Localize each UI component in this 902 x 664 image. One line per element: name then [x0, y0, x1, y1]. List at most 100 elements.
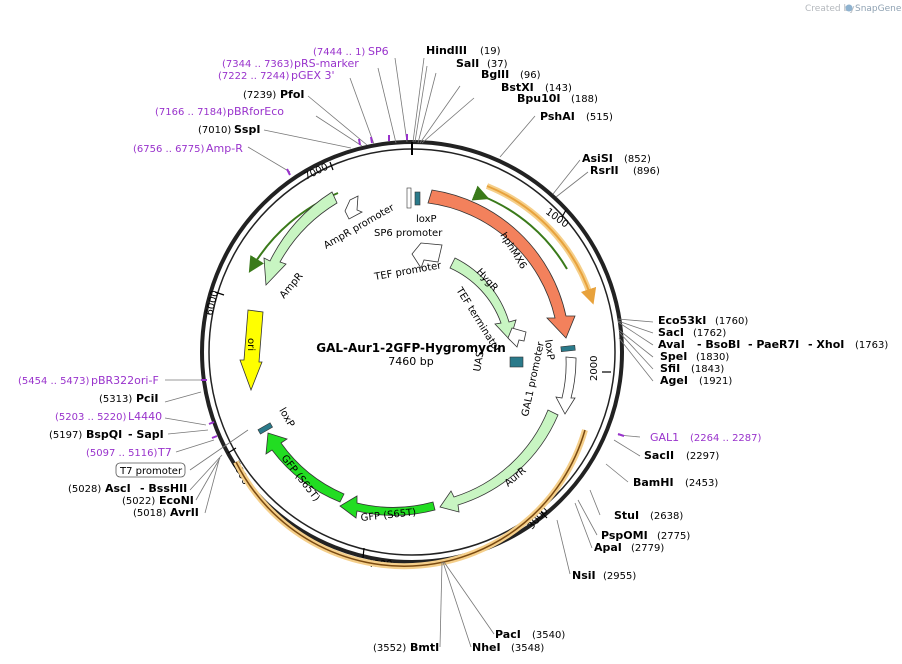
enzyme-saci[interactable]: SacI [658, 326, 684, 339]
enzyme-sapi[interactable]: - SapI [128, 428, 164, 441]
label-ampr: AmpR [278, 271, 306, 301]
label-loxp-top: loxP [416, 214, 437, 225]
enzyme-sacii[interactable]: SacII [644, 449, 674, 462]
enzyme-asci-pos: (5028) [68, 484, 101, 495]
overlay-arc-gal [235, 429, 586, 567]
feature-gal1-label[interactable]: GAL1 [650, 431, 679, 444]
enzyme-bamhi[interactable]: BamHI [633, 476, 674, 489]
enzyme-bstxi[interactable]: BstXI [501, 81, 534, 94]
feature-pgex-pos: (7222 .. 7244) [218, 71, 290, 82]
tick-2000: 2000 [589, 356, 600, 381]
enzyme-pfoi-pos: (7239) [243, 90, 276, 101]
enzyme-pspomi[interactable]: PspOMI [601, 529, 648, 542]
enzyme-sspi[interactable]: SspI [234, 123, 260, 136]
enzyme-paci[interactable]: PacI [495, 628, 521, 641]
feature-ampr-pos: (6756 .. 6775) [133, 144, 205, 155]
enzyme-agei[interactable]: AgeI [660, 374, 688, 387]
label-sp6-promoter: SP6 promoter [374, 228, 443, 239]
feature-sp6-pos: (7444 .. 1) [313, 47, 365, 58]
feature-ampr[interactable] [263, 191, 338, 286]
enzyme-rsrii[interactable]: RsrII [590, 164, 619, 177]
enzyme-stui-pos: (2638) [650, 511, 683, 522]
feature-sp6-label[interactable]: SP6 [368, 45, 389, 58]
enzyme-hindiii-pos: (19) [480, 46, 501, 57]
enzyme-econi[interactable]: EcoNI [159, 494, 194, 507]
ticks [214, 161, 611, 559]
enzyme-pcii-pos: (5313) [99, 394, 132, 405]
enzyme-nhei-pos: (3548) [511, 643, 544, 654]
enzyme-nsii[interactable]: NsiI [572, 569, 596, 582]
plasmid-length: 7460 bp [388, 355, 433, 368]
enzyme-hindiii[interactable]: HindIII [426, 44, 467, 57]
feature-aurr[interactable] [439, 409, 559, 513]
overlay-arc-hphmx6 [486, 185, 597, 305]
enzyme-stui[interactable]: StuI [614, 509, 639, 522]
feature-pbrfor-pos: (7166 .. 7184) [155, 107, 227, 118]
enzyme-sfii[interactable]: SfiI [660, 362, 680, 375]
feature-gfp-2[interactable] [339, 495, 436, 519]
enzyme-sali[interactable]: SalI [456, 57, 479, 70]
enzyme-bpu10i-pos: (188) [571, 94, 598, 105]
feature-tef-terminator[interactable] [507, 327, 527, 348]
overlay-arc-hygr [471, 185, 568, 270]
feature-tef-promoter[interactable] [411, 242, 443, 269]
enzyme-bglii-pos: (96) [520, 70, 541, 81]
enzyme-paer7i[interactable]: - PaeR7I [748, 338, 799, 351]
enzyme-pfoi[interactable]: PfoI [280, 88, 305, 101]
enzyme-sspi-pos: (7010) [198, 125, 231, 136]
feature-gfp-1[interactable] [265, 432, 345, 503]
enzyme-avai[interactable]: AvaI [658, 338, 685, 351]
enzyme-pcii[interactable]: PciI [136, 392, 158, 405]
enzyme-avrii[interactable]: AvrII [170, 506, 199, 519]
label-ori: ori [245, 338, 256, 351]
feature-sp6-promoter[interactable] [406, 187, 412, 209]
enzyme-apai-pos: (2779) [631, 543, 664, 554]
enzyme-asisi[interactable]: AsiSI [582, 152, 613, 165]
enzyme-bglii[interactable]: BglII [481, 68, 509, 81]
feature-pbr322-label[interactable]: pBR322ori-F [91, 374, 159, 387]
feature-hphmx6[interactable] [427, 189, 576, 339]
enzyme-spei-pos: (1830) [696, 352, 729, 363]
feature-ampr-label[interactable]: Amp-R [206, 142, 243, 155]
enzyme-bpu10i[interactable]: Bpu10I [517, 92, 561, 105]
enzyme-sfii-pos: (1843) [691, 364, 724, 375]
feature-gal1-promoter[interactable] [555, 356, 577, 415]
feature-pbrfor-label[interactable]: pBRforEco [227, 105, 284, 118]
enzyme-nhei[interactable]: NheI [472, 641, 501, 654]
enzyme-bsshii[interactable]: - BssHII [140, 482, 187, 495]
feature-pgex-label[interactable]: pGEX 3' [291, 69, 335, 82]
label-tef-promoter: TEF promoter [373, 260, 443, 283]
enzyme-sacii-pos: (2297) [686, 451, 719, 462]
enzyme-xhoi[interactable]: - XhoI [808, 338, 844, 351]
feature-loxp-left[interactable] [257, 422, 273, 435]
enzyme-spei[interactable]: SpeI [660, 350, 687, 363]
enzyme-sali-pos: (37) [487, 59, 508, 70]
t7-promoter-box[interactable] [115, 462, 186, 478]
feature-uas[interactable] [509, 356, 524, 368]
enzyme-bsobi[interactable]: - BsoBI [697, 338, 740, 351]
feature-loxp-right[interactable] [560, 344, 576, 353]
label-uas: UAS [472, 350, 486, 372]
snapgene-logo-icon [845, 4, 853, 12]
feature-ampr-promoter[interactable] [344, 195, 363, 220]
tick-6000: 6000 [204, 289, 221, 316]
enzyme-bmti[interactable]: BmtI [410, 641, 439, 654]
enzyme-apai[interactable]: ApaI [594, 541, 622, 554]
enzyme-asci[interactable]: AscI [105, 482, 131, 495]
enzyme-saci-pos: (1762) [693, 328, 726, 339]
feature-t7-label[interactable]: T7 [157, 446, 172, 459]
feature-l4440-label[interactable]: L4440 [128, 410, 162, 423]
credit-brand: SnapGene [855, 4, 902, 14]
plasmid-name: GAL-Aur1-2GFP-Hygromycin [316, 341, 506, 355]
enzyme-eco53ki[interactable]: Eco53kI [658, 314, 706, 327]
feature-ori[interactable] [239, 309, 264, 392]
enzyme-pshai[interactable]: PshAI [540, 110, 575, 123]
feature-marks [201, 134, 625, 439]
feature-loxp-top[interactable] [414, 191, 421, 206]
enzyme-bamhi-pos: (2453) [685, 478, 718, 489]
enzyme-bspqi[interactable]: BspQI [86, 428, 122, 441]
label-gal1-promoter: GAL1 promoter [520, 340, 547, 418]
feature-prs-label[interactable]: pRS-marker [294, 57, 359, 70]
